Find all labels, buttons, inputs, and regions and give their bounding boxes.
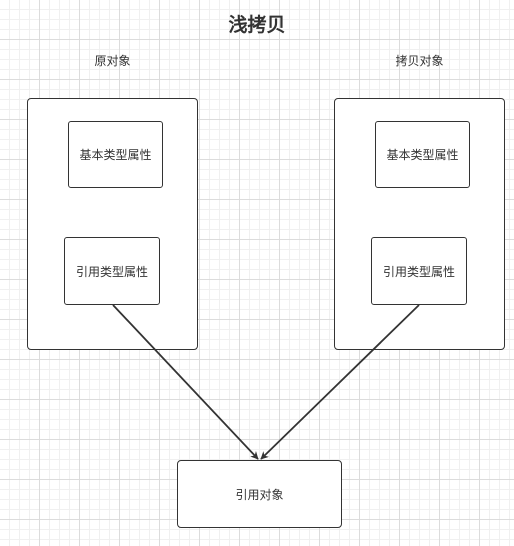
original-reference-prop: 引用类型属性: [64, 237, 160, 305]
copy-reference-prop: 引用类型属性: [371, 237, 467, 305]
copy-primitive-prop: 基本类型属性: [375, 121, 470, 188]
referenced-object-box: 引用对象: [177, 460, 342, 528]
referenced-object-label: 引用对象: [235, 487, 284, 502]
original-object-label: 原对象: [94, 54, 131, 68]
diagram-title: 浅拷贝: [228, 14, 286, 36]
original-reference-prop-label: 引用类型属性: [75, 264, 148, 279]
original-primitive-prop: 基本类型属性: [68, 121, 163, 188]
original-primitive-prop-label: 基本类型属性: [79, 148, 152, 162]
copy-reference-prop-label: 引用类型属性: [382, 264, 455, 279]
copy-object-label: 拷贝对象: [395, 54, 444, 68]
copy-primitive-prop-label: 基本类型属性: [386, 148, 459, 162]
